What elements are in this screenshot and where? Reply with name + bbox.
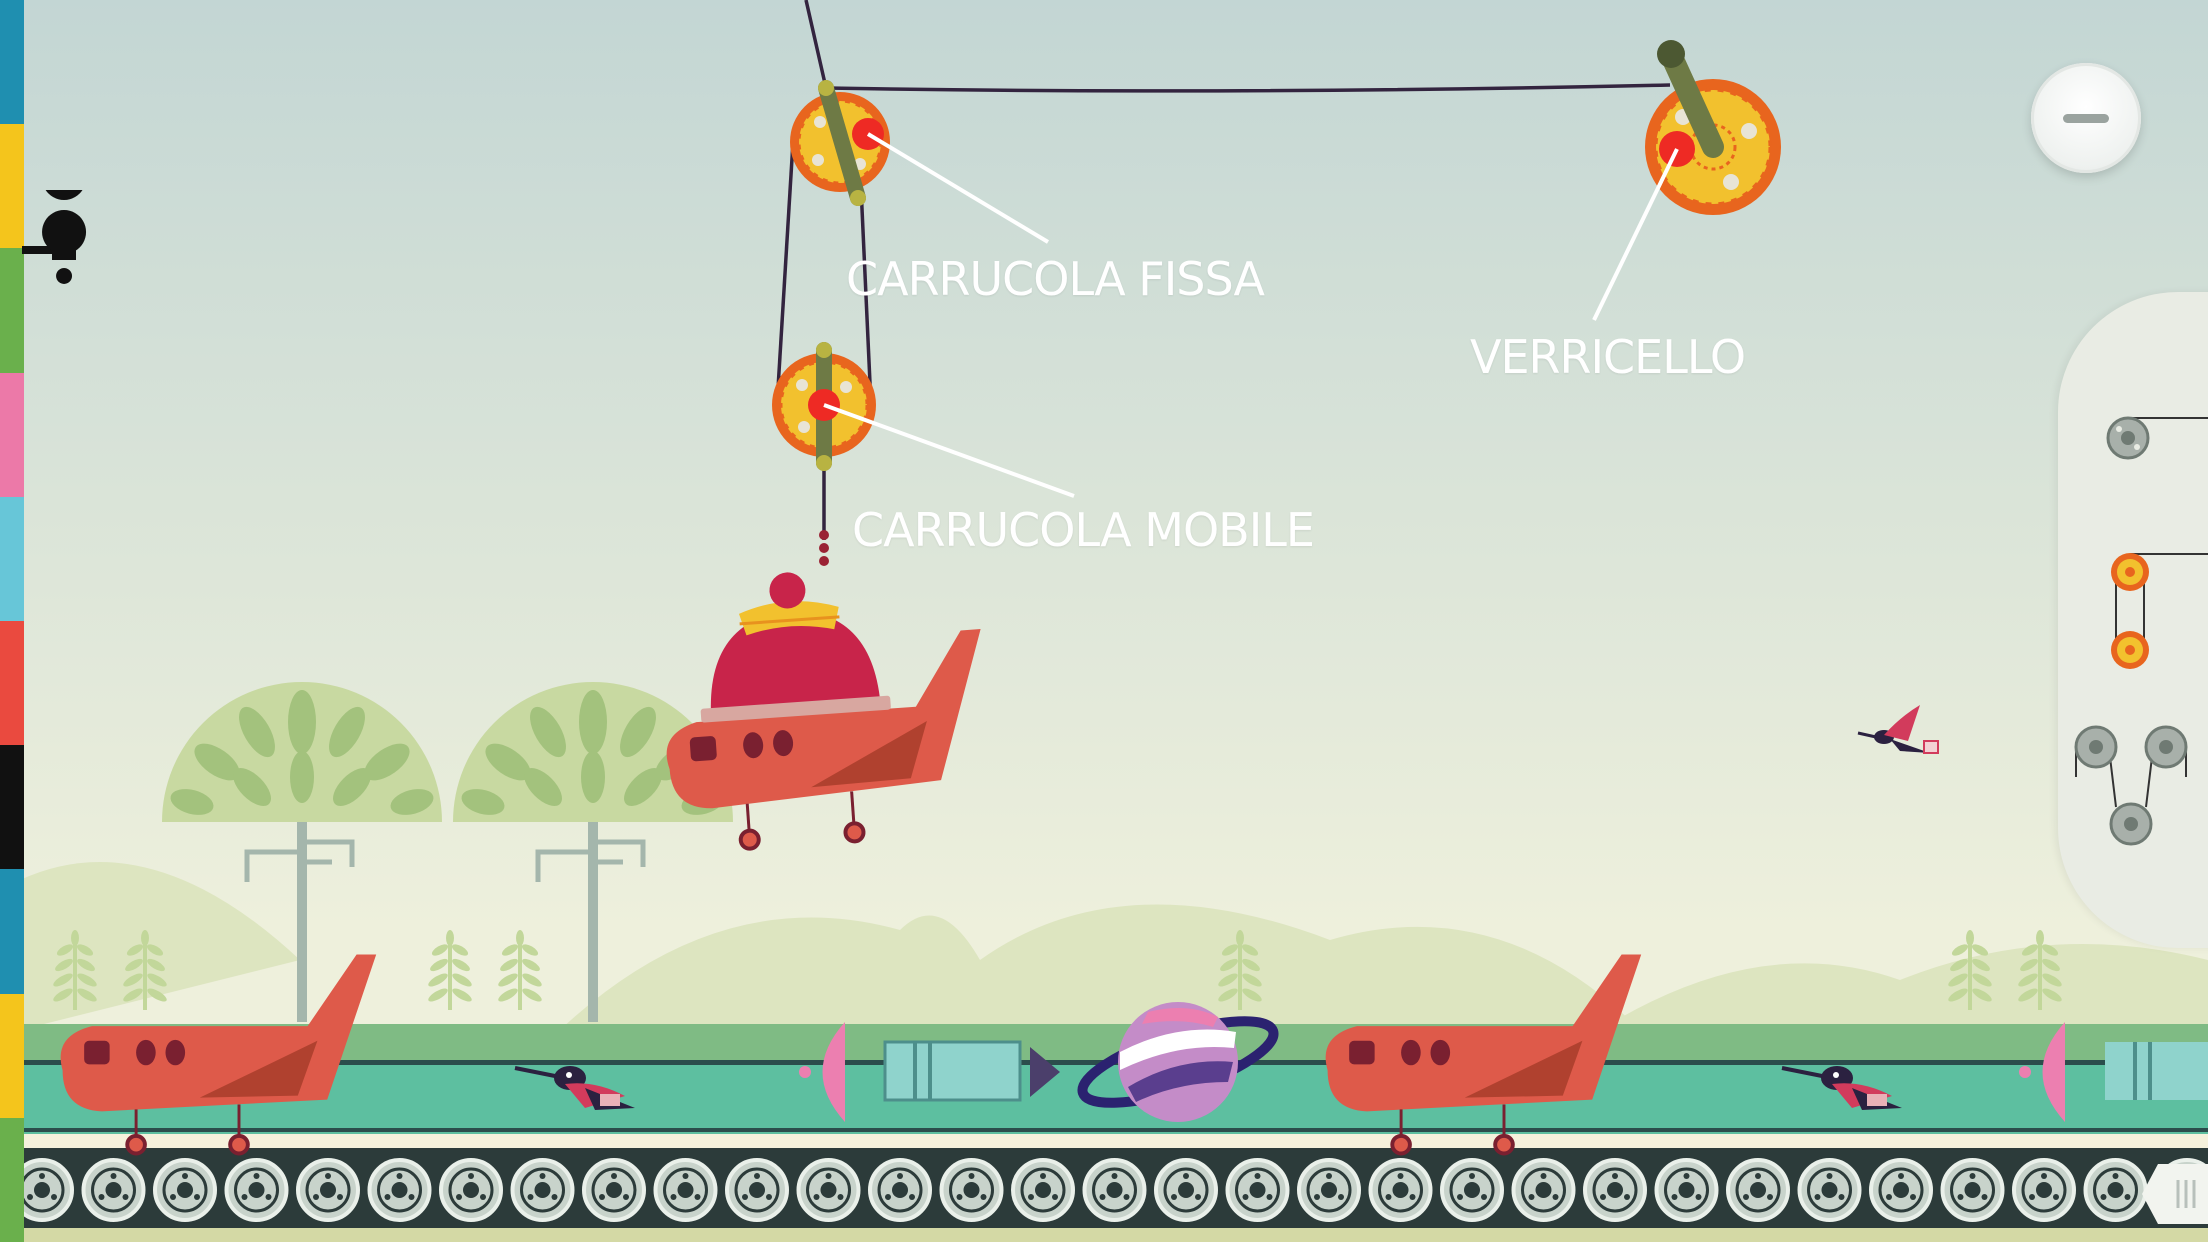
conveyor-wheel — [1225, 1158, 1290, 1222]
color-stripe — [0, 621, 24, 746]
conveyor-wheel — [1011, 1158, 1075, 1222]
callout-lines — [823, 132, 1679, 498]
conveyor-wheel — [1440, 1158, 1504, 1222]
grass-strip — [0, 1024, 2208, 1062]
conveyor-wheel — [725, 1158, 789, 1222]
conveyor-wheel — [1297, 1158, 1361, 1222]
conveyor-wheel — [1368, 1158, 1433, 1222]
conveyor-wheel — [81, 1158, 146, 1222]
winch[interactable] — [1645, 40, 1781, 215]
conveyor-wheel — [153, 1158, 217, 1222]
conveyor-wheel — [1082, 1158, 1147, 1222]
conveyor-rocket-right — [2019, 1022, 2208, 1122]
color-stripe — [0, 1117, 24, 1242]
conveyor-wheels — [10, 1158, 2208, 1222]
color-stripe — [0, 745, 24, 870]
zoom-out-button[interactable] — [2031, 63, 2141, 173]
wind-up-key-icon[interactable] — [22, 190, 94, 310]
conveyor-wheel — [939, 1158, 1004, 1222]
tray-parts — [2074, 416, 2208, 846]
conveyor-wheel — [224, 1158, 289, 1222]
conveyor-wheel — [582, 1158, 646, 1222]
conveyor-wheel — [1797, 1158, 1862, 1222]
conveyor-planet — [1077, 1002, 1279, 1122]
conveyor-wheel — [868, 1158, 932, 1222]
hanging-plane[interactable] — [655, 559, 997, 857]
color-stripe — [0, 496, 24, 622]
parts-tray — [2058, 292, 2208, 948]
conveyor-wheel — [439, 1158, 503, 1222]
color-stripe — [0, 124, 24, 249]
pulley-triple-icon[interactable] — [2074, 725, 2188, 846]
conveyor-wheel — [1154, 1158, 1218, 1222]
conveyor-wheel — [653, 1158, 718, 1222]
color-stripes — [0, 0, 24, 1242]
conveyor-rocket-left — [799, 1022, 1060, 1122]
fixed-pulley-label: CARRUCOLA FISSA — [846, 252, 1265, 306]
conveyor-wheel — [367, 1158, 432, 1222]
conveyor-wheel — [1726, 1158, 1790, 1222]
conveyor-wheel — [510, 1158, 575, 1222]
conveyor-wheel — [1869, 1158, 1933, 1222]
color-stripe — [0, 993, 24, 1118]
single-pulley-icon[interactable] — [2106, 416, 2208, 460]
winch-label: VERRICELLO — [1470, 330, 1746, 384]
hanging-chain — [819, 530, 829, 566]
color-stripe — [0, 372, 24, 497]
minus-icon — [2063, 113, 2109, 123]
conveyor-wheel — [2012, 1158, 2076, 1222]
conveyor-wheel — [1654, 1158, 1719, 1222]
color-stripe — [0, 0, 24, 125]
grip-lines-icon[interactable] — [2128, 1164, 2208, 1224]
conveyor-wheel — [796, 1158, 861, 1222]
conveyor-wheel — [1583, 1158, 1647, 1222]
conveyor-wheel — [1940, 1158, 2005, 1222]
pulley-pair-icon[interactable] — [2111, 553, 2208, 669]
fixed-pulley[interactable] — [790, 80, 890, 206]
movable-pulley-label: CARRUCOLA MOBILE — [852, 503, 1315, 557]
flying-bird — [1857, 705, 1939, 754]
color-stripe — [0, 248, 24, 373]
color-stripe — [0, 869, 24, 994]
conveyor-wheel — [1511, 1158, 1576, 1222]
conveyor-wheel — [296, 1158, 360, 1222]
